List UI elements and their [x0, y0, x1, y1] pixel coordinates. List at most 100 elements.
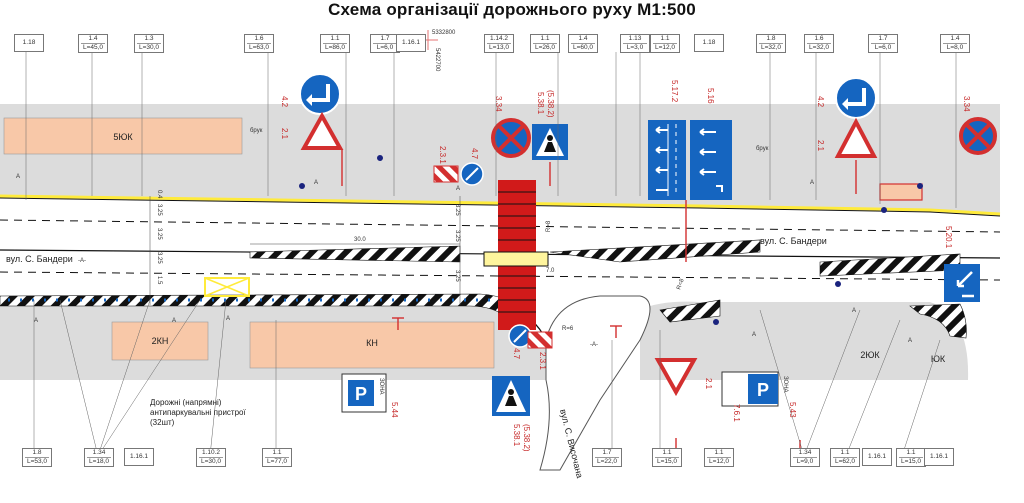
sign-code: 5.20.1	[944, 226, 953, 249]
area-mark: A	[852, 308, 856, 314]
dimension-labels: 0.4 3.25 3.25 3.25 1.5 3.25 3.25 3.25 30…	[149, 190, 686, 332]
bottom-marking-code: 1.1	[714, 449, 724, 456]
sign-code: 4.2	[280, 96, 289, 108]
bollard-note: Дорожні (напрямні) антипаркувальні прист…	[150, 398, 246, 427]
bottom-marking-length: L=9,0	[793, 457, 817, 466]
sign-code: 2.1	[704, 378, 713, 390]
bottom-marking-code: 1.1	[906, 449, 916, 456]
sign-code: 5.43	[788, 402, 797, 418]
lane-line-3	[0, 271, 1001, 281]
area-mark: A	[34, 318, 38, 324]
building-label-kn: КН	[366, 338, 378, 348]
bottom-marking-length: L=62,0	[833, 457, 857, 465]
street-label-left: вул. С. Бандери	[6, 254, 73, 264]
sign-lane-direction-1	[648, 120, 686, 200]
edge-hatch-southeast	[659, 299, 721, 323]
svg-text:0.4: 0.4	[156, 190, 162, 199]
top-marking-length: L=12,0	[653, 43, 677, 51]
svg-text:3.25: 3.25	[454, 230, 460, 242]
bottom-marking-code: 1.8	[32, 449, 42, 456]
edge-hatch-east	[909, 303, 967, 339]
top-marking-code: 1.1	[540, 35, 550, 42]
sign-pedestrian-crossing-1	[532, 124, 568, 160]
sign-code: 5.44	[390, 402, 399, 418]
bottom-marking-code: 1.10.2	[201, 449, 221, 456]
top-marking-code: 1.14.2	[489, 35, 509, 42]
area-mark: A	[314, 180, 318, 186]
surface-label-2: брук	[756, 146, 769, 152]
area-mark: A	[752, 332, 756, 338]
top-marking-code: 1.13	[628, 35, 642, 42]
bottom-marking-length: L=77,0	[265, 457, 289, 465]
leader-lines	[25, 52, 957, 457]
sign-code: 5.38.1	[512, 424, 521, 447]
bottom-marking-code: 1.34	[92, 449, 106, 456]
sign-code: 4.7	[470, 148, 479, 160]
area-mark: A	[908, 338, 912, 344]
north-sidewalk	[0, 104, 1000, 214]
bottom-marking-length: L=12,0	[707, 457, 731, 465]
bottom-marking-length: L=22,0	[595, 457, 619, 465]
svg-text:3.25: 3.25	[156, 204, 162, 216]
parking-letter: P	[757, 380, 769, 400]
bottom-marking-code: 1.7	[602, 449, 612, 456]
area-mark: A	[172, 318, 176, 324]
sign-keep-left-1	[299, 73, 341, 115]
sign-code: 4.2	[816, 96, 825, 108]
top-marking-code: 1.16.1	[401, 39, 421, 46]
sign-code: 3.34	[494, 96, 503, 112]
bottom-marking-length: L=18,0	[87, 457, 111, 465]
building-label-yuk: ЮК	[931, 354, 946, 364]
surface-label-1: брук	[250, 128, 263, 134]
zone-label: ЗОНА	[378, 378, 384, 395]
tree-markers	[299, 155, 923, 325]
side-street	[539, 295, 651, 471]
area-mark: A	[16, 174, 20, 180]
north-curb	[0, 194, 1001, 216]
top-marking-length: L=86,0	[323, 43, 347, 51]
sign-give-way-2	[834, 117, 878, 158]
top-marking-length: L=13,0	[487, 43, 511, 51]
zone-label: ЗОНА	[782, 376, 788, 393]
sign-obstacle-bypass-2	[508, 324, 532, 348]
svg-text:R=6: R=6	[562, 326, 574, 332]
sign-code: 5.16	[706, 88, 715, 104]
sign-code: (5.38.2)	[546, 90, 555, 118]
svg-text:30.0: 30.0	[354, 237, 366, 243]
building-label-5yuk: 5ЮК	[113, 132, 133, 142]
top-marking-length: L=26,0	[533, 43, 557, 51]
top-marking-length: L=32,0	[807, 43, 831, 51]
svg-text:5332800: 5332800	[432, 30, 456, 36]
top-marking-code: 1.6	[254, 35, 264, 42]
top-marking-code: 1.7	[878, 35, 888, 42]
top-marking-code: 1.4	[578, 35, 588, 42]
svg-text:7.0: 7.0	[546, 268, 555, 274]
sign-code: 5.38.1	[536, 92, 545, 115]
bottom-marking-code: 1.16.1	[867, 453, 887, 460]
bottom-marking-length: L=30,0	[199, 457, 223, 465]
svg-text:5422700: 5422700	[434, 48, 440, 72]
building-5yuk	[3, 117, 243, 155]
top-marking-box: 1.18	[694, 34, 724, 52]
sign-code: 4.7	[512, 348, 521, 360]
top-marking-code: 1.18	[702, 39, 716, 46]
sign-hazard-board-2	[527, 331, 553, 349]
sign-code: (5.38.2)	[522, 424, 531, 452]
crossing-island	[483, 251, 549, 267]
area-mark: A	[810, 180, 814, 186]
